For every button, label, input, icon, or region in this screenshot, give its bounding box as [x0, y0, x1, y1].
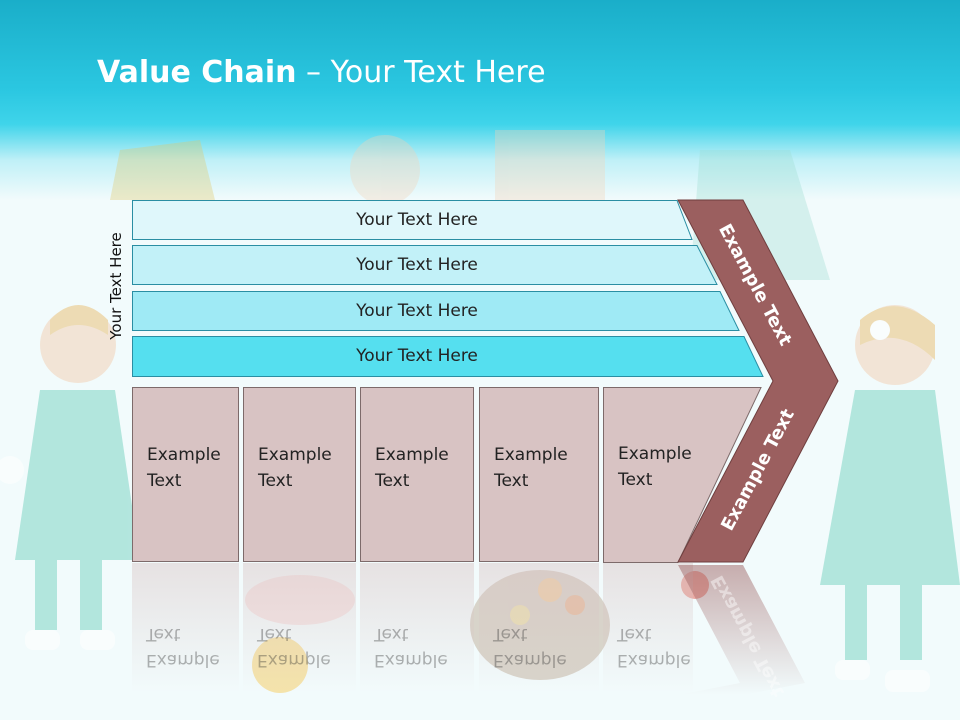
box-4-reflection: Example Text — [479, 563, 599, 693]
activity-box-2-label: Example Text — [258, 445, 332, 491]
activity-box-2: Example Text — [243, 387, 356, 562]
margin-chevron — [677, 199, 839, 563]
box-1-reflection: Example Text — [132, 563, 239, 693]
box-3-reflection-label: Example Text — [374, 624, 448, 670]
box-5-reflection: Example Text — [603, 563, 693, 693]
bar-2: Your Text Here — [132, 245, 732, 285]
title-rest: – Your Text Here — [296, 55, 546, 90]
activity-box-3: Example Text — [360, 387, 474, 562]
box-1-reflection-label: Example Text — [146, 624, 220, 670]
bar-1-label: Your Text Here — [356, 210, 478, 230]
bar-4: Your Text Here — [132, 336, 764, 377]
top-figures — [110, 130, 830, 280]
bar-2-label: Your Text Here — [356, 255, 478, 275]
bar-3-label: Your Text Here — [356, 301, 478, 321]
activity-box-3-label: Example Text — [375, 445, 449, 491]
activity-box-1: Example Text — [132, 387, 239, 562]
bar-3: Your Text Here — [132, 291, 740, 331]
box-3-reflection: Example Text — [360, 563, 474, 693]
left-girl-figure — [0, 305, 140, 650]
slide-title: Value Chain – Your Text Here — [97, 55, 546, 90]
box-4-reflection-label: Example Text — [493, 624, 567, 670]
chevron-reflection — [678, 565, 805, 695]
box-2-reflection: Example Text — [243, 563, 356, 693]
activity-box-4: Example Text — [479, 387, 599, 562]
bar-4-label: Your Text Here — [356, 346, 478, 366]
activity-box-4-label: Example Text — [494, 445, 568, 491]
side-label: Your Text Here — [107, 232, 125, 340]
header-band — [0, 0, 960, 200]
activity-box-5-label: Example Text — [618, 444, 692, 490]
title-bold: Value Chain — [97, 55, 297, 90]
right-girl-figure — [820, 305, 960, 692]
box-2-reflection-label: Example Text — [257, 624, 331, 670]
activity-box-1-label: Example Text — [147, 445, 221, 491]
bar-1: Your Text Here — [132, 200, 732, 240]
